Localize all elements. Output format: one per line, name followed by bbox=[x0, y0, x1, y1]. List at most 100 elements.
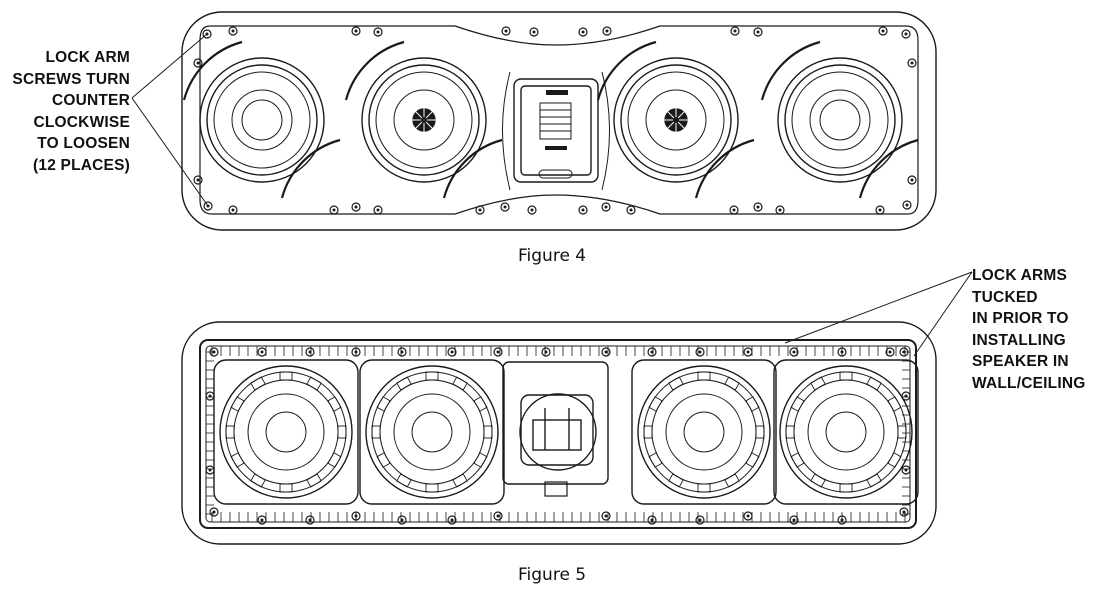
screw-hole bbox=[901, 29, 911, 39]
screw-hole bbox=[447, 515, 457, 525]
woofer-front bbox=[182, 40, 341, 199]
screw-hole bbox=[329, 205, 339, 215]
screw-hole bbox=[373, 205, 383, 215]
callout-line: CLOCKWISE bbox=[33, 113, 130, 131]
callout-lock-arms-tucked: LOCK ARMS TUCKED IN PRIOR TO INSTALLING … bbox=[972, 265, 1085, 394]
screw-hole bbox=[578, 27, 588, 37]
woofer-front bbox=[344, 40, 503, 199]
screw-hole bbox=[529, 27, 539, 37]
screw-hole bbox=[493, 347, 503, 357]
screw-hole bbox=[695, 347, 705, 357]
callout-line: LOCK ARM bbox=[45, 49, 130, 66]
woofer-front bbox=[760, 40, 919, 199]
callout-line: TUCKED bbox=[972, 288, 1038, 306]
woofer-basket bbox=[359, 359, 505, 505]
screw-hole bbox=[209, 507, 219, 517]
screw-hole bbox=[875, 205, 885, 215]
screw-hole bbox=[500, 202, 510, 212]
callout-leader-bottom bbox=[913, 271, 973, 357]
screw-hole bbox=[647, 515, 657, 525]
screw-hole bbox=[257, 347, 267, 357]
front-woofers bbox=[182, 40, 919, 199]
screw-hole bbox=[373, 27, 383, 37]
callout-leader-top bbox=[131, 33, 208, 99]
screw-hole bbox=[205, 465, 215, 475]
screw-hole bbox=[601, 347, 611, 357]
screw-hole bbox=[228, 26, 238, 36]
screw-hole bbox=[775, 205, 785, 215]
screw-hole bbox=[743, 347, 753, 357]
rear-tweeter-housing bbox=[502, 361, 609, 497]
woofer-basket bbox=[213, 359, 359, 505]
rear-frame-outline bbox=[199, 339, 917, 529]
screw-hole bbox=[209, 347, 219, 357]
screw-hole bbox=[626, 205, 636, 215]
callout-line: IN PRIOR TO bbox=[972, 310, 1069, 327]
screw-hole bbox=[885, 347, 895, 357]
front-bezel-outline bbox=[181, 11, 937, 231]
callout-line: WALL/CEILING bbox=[972, 374, 1086, 392]
callout-line: TO LOOSEN bbox=[37, 135, 130, 152]
screw-hole bbox=[837, 515, 847, 525]
figure-4-front-view bbox=[131, 11, 937, 231]
screw-hole bbox=[602, 26, 612, 36]
screw-hole bbox=[228, 205, 238, 215]
woofer-basket bbox=[631, 359, 777, 505]
screw-hole bbox=[397, 515, 407, 525]
screw-hole bbox=[351, 347, 361, 357]
screw-hole bbox=[541, 347, 551, 357]
screw-hole bbox=[837, 347, 847, 357]
screw-hole bbox=[743, 511, 753, 521]
screw-hole bbox=[257, 515, 267, 525]
figure-4-caption: Figure 4 bbox=[518, 246, 587, 266]
screw-hole bbox=[305, 347, 315, 357]
callout-line: SCREWS TURN bbox=[12, 70, 130, 88]
callout-lock-arm-screws: LOCK ARM SCREWS TURN COUNTER CLOCKWISE T… bbox=[0, 47, 130, 176]
callout-line: INSTALLING bbox=[972, 331, 1066, 349]
screw-hole bbox=[205, 391, 215, 401]
screw-hole bbox=[899, 347, 909, 357]
screw-hole bbox=[475, 205, 485, 215]
front-tweeter-panel bbox=[502, 71, 610, 191]
callout-line: LOCK ARMS bbox=[972, 267, 1068, 284]
screw-hole bbox=[193, 175, 203, 185]
callout-line: (12 PLACES) bbox=[33, 156, 130, 174]
screw-hole bbox=[753, 202, 763, 212]
screw-hole bbox=[753, 27, 763, 37]
screw-hole bbox=[578, 205, 588, 215]
figure-5-rear-view bbox=[181, 271, 973, 545]
screw-hole bbox=[305, 515, 315, 525]
rear-screw-holes bbox=[205, 347, 911, 525]
screw-hole bbox=[601, 511, 611, 521]
screw-hole bbox=[193, 58, 203, 68]
screw-hole bbox=[501, 26, 511, 36]
screw-hole bbox=[899, 507, 909, 517]
screw-hole bbox=[901, 391, 911, 401]
screw-hole bbox=[351, 26, 361, 36]
rear-bezel-outline bbox=[181, 321, 937, 545]
screw-hole bbox=[907, 175, 917, 185]
screw-hole bbox=[527, 205, 537, 215]
front-baffle-outline bbox=[199, 25, 919, 215]
figure-5-caption: Figure 5 bbox=[518, 565, 587, 585]
woofer-basket bbox=[773, 359, 919, 505]
screw-hole bbox=[647, 347, 657, 357]
screw-hole bbox=[397, 347, 407, 357]
callout-leader-bottom bbox=[131, 97, 209, 207]
screw-hole bbox=[601, 202, 611, 212]
screw-hole bbox=[907, 58, 917, 68]
rear-woofer-baskets bbox=[213, 359, 919, 505]
woofer-front bbox=[596, 40, 755, 199]
screw-hole bbox=[351, 511, 361, 521]
screw-hole bbox=[447, 347, 457, 357]
screw-hole bbox=[902, 200, 912, 210]
callout-line: COUNTER bbox=[51, 92, 130, 109]
screw-hole bbox=[901, 465, 911, 475]
screw-hole bbox=[695, 515, 705, 525]
callout-leader-top bbox=[784, 271, 973, 344]
screw-hole bbox=[493, 511, 503, 521]
screw-hole bbox=[789, 347, 799, 357]
callout-line: SPEAKER IN bbox=[972, 353, 1069, 370]
screw-hole bbox=[878, 26, 888, 36]
